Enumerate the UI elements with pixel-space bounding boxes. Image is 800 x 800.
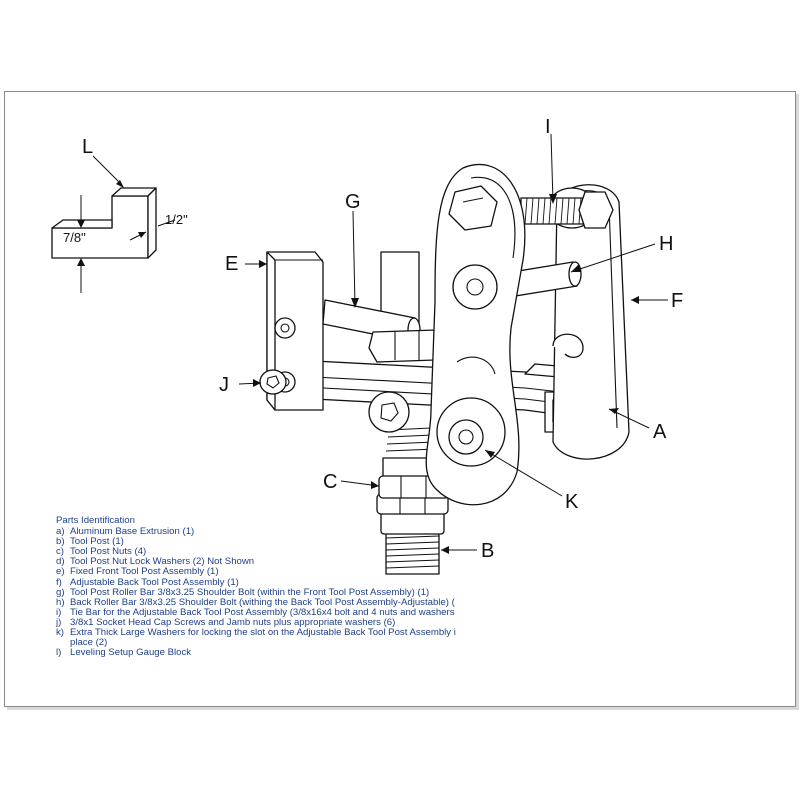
parts-item-text: Tie Bar for the Adjustable Back Tool Pos… (70, 607, 455, 618)
parts-item-key: j) (56, 616, 62, 628)
drawing-sheet: L 7/8" 1/2" (4, 91, 796, 707)
parts-item-key: f) (56, 576, 62, 588)
parts-list-item: b) Tool Post (1) (56, 537, 486, 547)
parts-list-item: a) Aluminum Base Extrusion (1) (56, 526, 486, 538)
parts-item-text: Extra Thick Large Washers for locking th… (70, 628, 456, 639)
parts-item-text: Tool Post (1) (70, 537, 124, 548)
parts-item-key: e) (56, 566, 65, 578)
parts-rows: a) Aluminum Base Extrusion (1) b) Tool Post… (56, 526, 486, 658)
gauge-step-dimension: 1/2" (165, 212, 188, 227)
parts-item-text: Fixed Front Tool Post Assembly (1) (70, 567, 219, 578)
label-i: I (545, 116, 551, 138)
main-clamp-plate (425, 163, 526, 506)
parts-item-text: Tool Post Roller Bar 3/8x3.25 Shoulder B… (70, 587, 430, 598)
parts-list-item: d) Tool Post Nut Lock Washers (2) Not Sho… (56, 557, 486, 567)
parts-list-item: i) Tie Bar for the Adjustable Back Tool P… (56, 606, 486, 618)
parts-list-item: e) Fixed Front Tool Post Assembly (1) (56, 567, 486, 577)
parts-list-item: j) 3/8x1 Socket Head Cap Screws and Jamb … (56, 616, 486, 628)
label-c: C (323, 471, 337, 493)
callout-leaders (238, 133, 668, 554)
fixed-front-tool-post (259, 251, 444, 433)
parts-item-text: Back Roller Bar 3/8x3.25 Shoulder Bolt (… (70, 597, 455, 608)
label-k: K (565, 491, 579, 513)
parts-item-key: d) (56, 556, 65, 568)
label-j: J (219, 374, 229, 396)
parts-identification-list: Parts Identification a) Aluminum Base Ext… (56, 515, 486, 658)
label-a: A (653, 421, 667, 443)
parts-item-text: 3/8x1 Socket Head Cap Screws and Jamb nu… (70, 617, 396, 628)
parts-item-key: l) (56, 647, 62, 659)
parts-list-item: place (2) (56, 638, 486, 648)
parts-item-key: i) (56, 606, 62, 618)
tool-post (376, 493, 449, 575)
parts-item-key: a) (56, 526, 65, 538)
parts-item-text: Tool Post Nuts (4) (70, 547, 147, 558)
parts-item-key: h) (56, 596, 65, 608)
tie-bar (520, 191, 614, 229)
parts-list-item: f) Adjustable Back Tool Post Assembly (1) (56, 576, 486, 588)
parts-item-key: c) (56, 546, 64, 558)
gauge-block: L 7/8" 1/2" (51, 136, 188, 293)
parts-list-item: h) Back Roller Bar 3/8x3.25 Shoulder Bolt… (56, 596, 486, 608)
parts-item-key: g) (56, 586, 65, 598)
parts-list-item: g) Tool Post Roller Bar 3/8x3.25 Shoulder… (56, 586, 486, 598)
parts-item-key: b) (56, 536, 65, 548)
parts-item-text: Tool Post Nut Lock Washers (2) Not Shown (70, 557, 255, 568)
parts-item-text: Leveling Setup Gauge Block (70, 648, 192, 659)
parts-list-item: c) Tool Post Nuts (4) (56, 547, 486, 557)
parts-list-item: k) Extra Thick Large Washers for locking … (56, 627, 486, 639)
label-e: E (225, 253, 238, 275)
parts-heading: Parts Identification (56, 515, 135, 526)
parts-list-item: l) Leveling Setup Gauge Block (56, 648, 486, 658)
parts-item-key: k) (56, 627, 64, 639)
parts-item-text: place (2) (70, 638, 108, 649)
label-g: G (345, 191, 361, 213)
parts-item-text: Aluminum Base Extrusion (1) (70, 527, 195, 538)
assembly-diagram: L 7/8" 1/2" (51, 116, 683, 575)
label-h: H (659, 233, 673, 255)
gauge-height-dimension: 7/8" (63, 230, 86, 245)
label-f: F (671, 290, 683, 312)
label-b: B (481, 540, 494, 562)
label-l: L (82, 136, 93, 158)
parts-item-text: Adjustable Back Tool Post Assembly (1) (70, 577, 239, 588)
